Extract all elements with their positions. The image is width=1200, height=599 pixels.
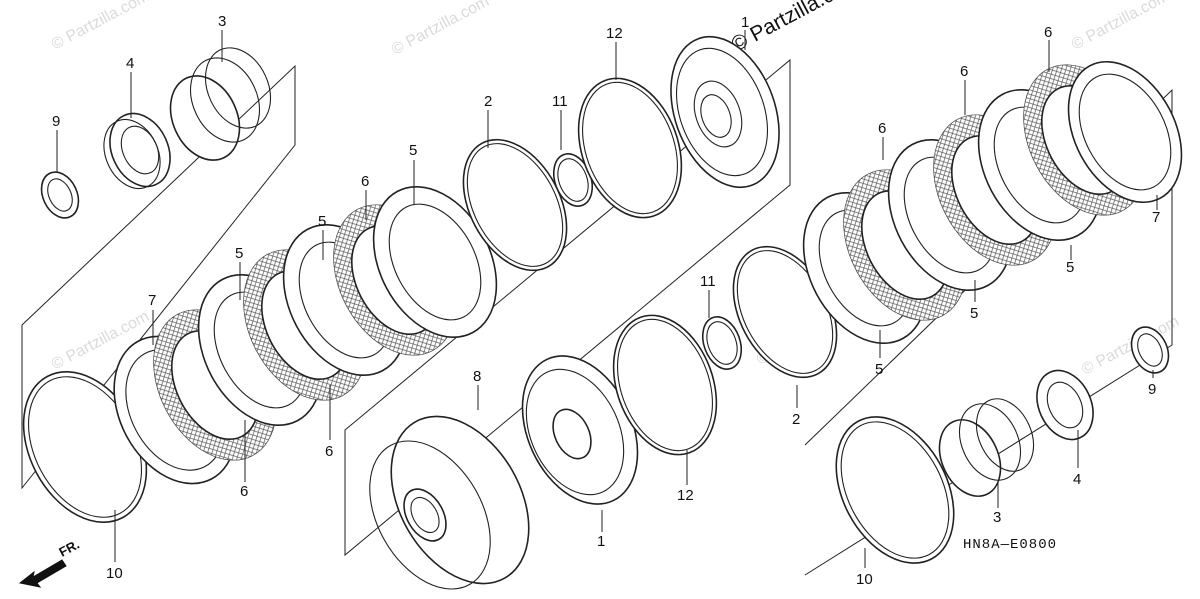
- callout-label: 10: [856, 571, 873, 588]
- o-ring-12-left: [577, 77, 683, 219]
- callout-label: 12: [606, 25, 623, 42]
- watermark: © Partzilla.com: [49, 0, 152, 54]
- callout-label: 8: [473, 368, 481, 385]
- direction-label: FR.: [56, 537, 82, 560]
- callout-label: 5: [409, 142, 417, 159]
- callout-label: 5: [1066, 259, 1074, 276]
- o-ring-11-bottom: [701, 316, 743, 370]
- callout-label: 4: [126, 55, 134, 72]
- front-direction-indicator: FR.: [18, 537, 82, 588]
- callout-label: 5: [318, 213, 326, 230]
- spring-retainer-4-left: [103, 112, 171, 189]
- watermark: © Partzilla.com: [1069, 0, 1172, 54]
- callout-label: 12: [677, 487, 694, 504]
- callout-label: 2: [792, 411, 800, 428]
- callout-label: 4: [1073, 471, 1081, 488]
- return-spring-3-left: [169, 47, 272, 161]
- callout-label: 1: [597, 533, 605, 550]
- snap-ring-10-right: [835, 416, 955, 564]
- snap-ring-9-right: [1130, 326, 1170, 374]
- callout-label: 5: [970, 305, 978, 322]
- callout-label: 6: [325, 443, 333, 460]
- callouts: 3 4 9 2 11 12 1 5 6 5 5 7 6 6 8 1 12 11 …: [52, 13, 1160, 588]
- piston-1-top: [670, 35, 780, 189]
- callout-label: 7: [1152, 209, 1160, 226]
- callout-label: 9: [1148, 381, 1156, 398]
- diagram-code: HN8A—E0800: [963, 537, 1057, 553]
- callout-label: 6: [960, 63, 968, 80]
- callout-label: 3: [993, 509, 1001, 526]
- callout-label: 1: [741, 14, 749, 31]
- direction-arrow-icon: [18, 559, 67, 588]
- callout-label: 5: [875, 361, 883, 378]
- callout-label: 11: [700, 273, 716, 290]
- callout-label: 3: [218, 13, 226, 30]
- callout-label: 7: [148, 292, 156, 309]
- callout-label: 11: [552, 93, 568, 110]
- piston-1-bottom: [521, 355, 639, 505]
- callout-label: 9: [52, 113, 60, 130]
- clutch-drum-8: [369, 415, 530, 590]
- spring-retainer-4-right: [1036, 369, 1094, 441]
- return-spring-3-right: [938, 398, 1035, 497]
- callout-label: 6: [240, 483, 248, 500]
- end-plate-7-right: [1067, 60, 1183, 204]
- watermark: © Partzilla.com: [389, 0, 492, 59]
- callout-label: 10: [106, 565, 123, 582]
- callout-label: 2: [484, 93, 492, 110]
- callout-label: 6: [878, 120, 886, 137]
- callout-label: 6: [361, 173, 369, 190]
- leader-lines: [56, 30, 1158, 568]
- callout-label: 5: [235, 245, 243, 262]
- o-ring-12-bottom: [612, 314, 718, 456]
- callout-label: 6: [1044, 24, 1052, 41]
- snap-ring-9-left: [40, 171, 80, 219]
